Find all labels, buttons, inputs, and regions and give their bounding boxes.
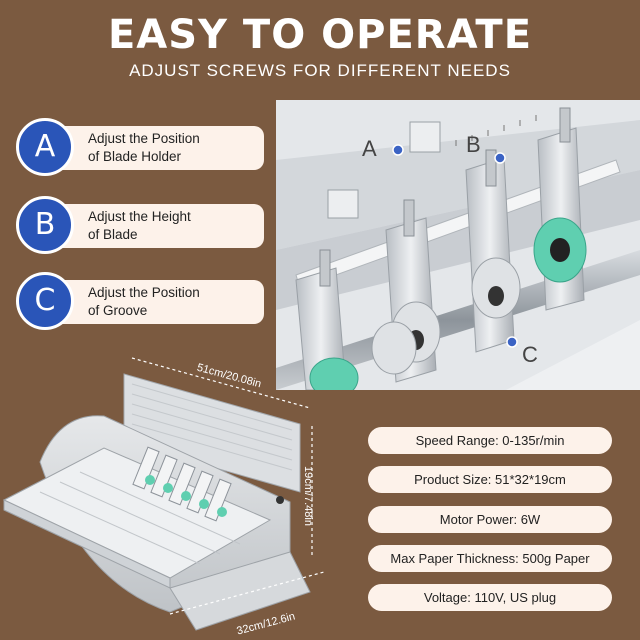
- closeup-illustration: A B C: [276, 100, 640, 390]
- feature-badge-c: C: [16, 272, 74, 330]
- marker-c-label: C: [522, 342, 538, 367]
- spec-motor-power: Motor Power: 6W: [368, 506, 612, 533]
- feature-item-c: Adjust the Position of Groove C: [16, 272, 264, 330]
- page-subtitle: ADJUST SCREWS FOR DIFFERENT NEEDS: [129, 61, 511, 80]
- feature-label-box: Adjust the Position of Groove: [52, 280, 264, 324]
- spec-voltage: Voltage: 110V, US plug: [368, 584, 612, 611]
- feature-line1: Adjust the Height: [88, 209, 191, 224]
- machine-illustration: 51cm/20.08in 19cm/7.48in 32cm/12.6in: [0, 352, 340, 640]
- feature-label-box: Adjust the Position of Blade Holder: [52, 126, 264, 170]
- feature-line2: of Groove: [88, 303, 148, 318]
- marker-b-label: B: [466, 132, 481, 157]
- height-dimension: 19cm/7.48in: [301, 466, 314, 526]
- feature-badge-b: B: [16, 196, 74, 254]
- feature-line2: of Blade Holder: [88, 149, 182, 164]
- feature-item-a: Adjust the Position of Blade Holder A: [16, 118, 264, 176]
- spec-product-size: Product Size: 51*32*19cm: [368, 466, 612, 493]
- marker-a-dot: [392, 144, 404, 156]
- marker-c-dot: [506, 336, 518, 348]
- spec-speed-range: Speed Range: 0-135r/min: [368, 427, 612, 454]
- feature-item-b: Adjust the Height of Blade B: [16, 196, 264, 254]
- feature-text: Adjust the Position of Blade Holder: [88, 130, 200, 166]
- feature-line1: Adjust the Position: [88, 285, 200, 300]
- feature-text: Adjust the Height of Blade: [88, 208, 191, 244]
- spec-max-paper-thickness: Max Paper Thickness: 500g Paper: [368, 545, 612, 572]
- closeup-photo: A B C: [276, 100, 640, 390]
- feature-line1: Adjust the Position: [88, 131, 200, 146]
- feature-line2: of Blade: [88, 227, 138, 242]
- feature-label-box: Adjust the Height of Blade: [52, 204, 264, 248]
- feature-text: Adjust the Position of Groove: [88, 284, 200, 320]
- feature-badge-a: A: [16, 118, 74, 176]
- marker-a-label: A: [362, 136, 377, 161]
- page-title: EASY TO OPERATE: [107, 12, 533, 58]
- marker-b-dot: [494, 152, 506, 164]
